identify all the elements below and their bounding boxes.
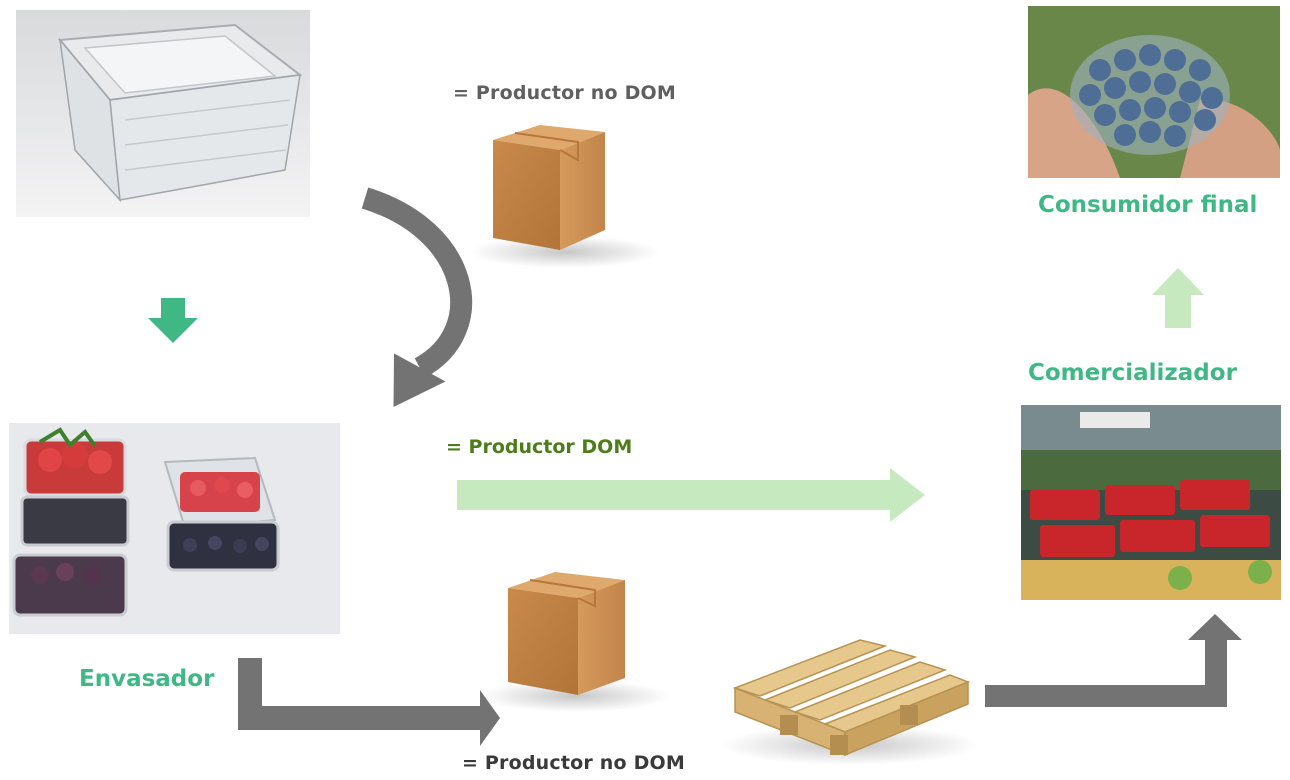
label-productor-no-dom-top: = Productor no DOM xyxy=(453,82,677,104)
label-productor-dom: = Productor DOM xyxy=(446,436,633,458)
label-productor-no-dom-bottom: = Productor no DOM xyxy=(462,752,686,774)
label-envasador: Envasador xyxy=(79,666,215,692)
label-consumidor-final: Consumidor final xyxy=(1038,192,1258,218)
label-comercializador: Comercializador xyxy=(1028,360,1237,386)
